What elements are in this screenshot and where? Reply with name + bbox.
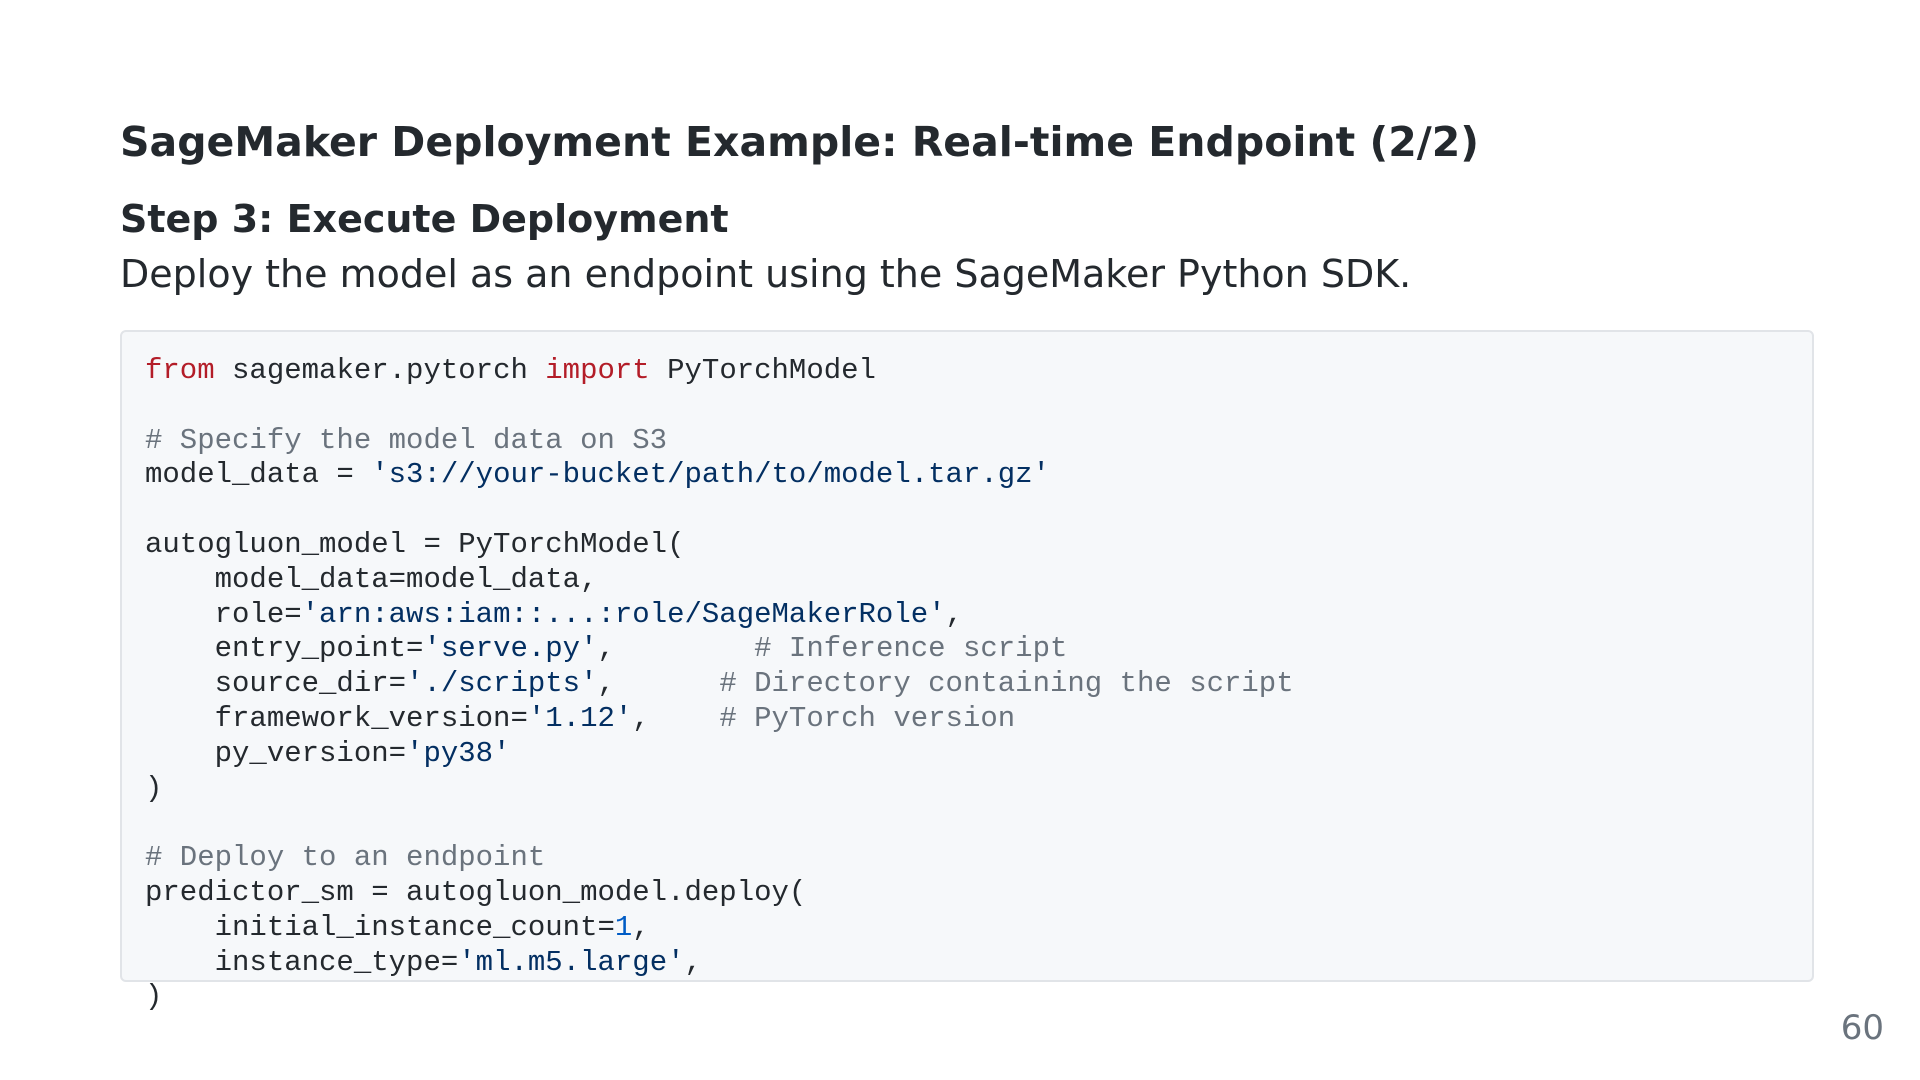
code-string: 'serve.py' [423, 632, 598, 666]
code-line: instance_type='ml.m5.large', [145, 946, 1294, 981]
code-comment: # Inference script [754, 632, 1068, 666]
code-line: model_data=model_data, [145, 563, 1294, 598]
code-line: entry_point='serve.py', # Inference scri… [145, 632, 1294, 667]
code-number: 1 [614, 910, 633, 944]
code-line: ) [145, 980, 1294, 1015]
code-line [145, 389, 1294, 424]
code-line: predictor_sm = autogluon_model.deploy( [145, 876, 1294, 911]
code-line: ) [145, 772, 1294, 807]
code-line: # Specify the model data on S3 [145, 424, 1294, 459]
code-text: sagemaker.pytorch [214, 354, 546, 387]
code-line [145, 493, 1294, 528]
code-comment: # PyTorch version [719, 701, 1016, 735]
code-text: initial_instance_count= [145, 910, 615, 944]
code-text: py_version= [145, 736, 407, 770]
code-text: , [684, 945, 702, 979]
code-string: 'py38' [406, 736, 511, 770]
code-comment: # Directory containing the script [719, 667, 1294, 701]
code-text: , [597, 667, 720, 701]
code-block [120, 330, 1814, 982]
code-string: 'arn:aws:iam::...:role/SageMakerRole' [301, 597, 946, 631]
code-line [145, 806, 1294, 841]
code-line: py_version='py38' [145, 737, 1294, 772]
code-text: framework_version= [145, 701, 528, 735]
code-text: , [632, 701, 720, 735]
code-line: # Deploy to an endpoint [145, 841, 1294, 876]
code-listing: from sagemaker.pytorch import PyTorchMod… [145, 354, 1294, 1015]
code-text: instance_type= [145, 945, 459, 979]
code-text: model_data = [145, 458, 372, 492]
code-text: ) [145, 771, 163, 805]
code-text: model_data=model_data, [145, 562, 598, 596]
code-comment: # Specify the model data on S3 [145, 423, 668, 457]
code-text: entry_point= [145, 632, 424, 666]
code-text: , [945, 597, 963, 631]
code-line: from sagemaker.pytorch import PyTorchMod… [145, 354, 1294, 389]
code-string: 'ml.m5.large' [458, 945, 685, 979]
code-text: PyTorchModel [649, 354, 876, 387]
code-line: initial_instance_count=1, [145, 911, 1294, 946]
code-comment: # Deploy to an endpoint [145, 841, 546, 875]
code-string: './scripts' [406, 667, 598, 701]
code-keyword: import [545, 354, 650, 387]
code-line: framework_version='1.12', # PyTorch vers… [145, 702, 1294, 737]
code-string: 's3://your-bucket/path/to/model.tar.gz' [371, 458, 1050, 492]
page-number: 60 [1840, 1008, 1884, 1048]
code-text: ) [145, 980, 163, 1014]
step-description: Deploy the model as an endpoint using th… [120, 252, 1412, 296]
code-line: model_data = 's3://your-bucket/path/to/m… [145, 458, 1294, 493]
step-heading: Step 3: Execute Deployment [120, 197, 729, 241]
code-text: , [597, 632, 755, 666]
code-text: source_dir= [145, 667, 407, 701]
code-text: role= [145, 597, 302, 631]
code-line: role='arn:aws:iam::...:role/SageMakerRol… [145, 598, 1294, 633]
code-line: autogluon_model = PyTorchModel( [145, 528, 1294, 563]
code-line: source_dir='./scripts', # Directory cont… [145, 667, 1294, 702]
code-text: autogluon_model = PyTorchModel( [145, 527, 685, 561]
code-string: '1.12' [527, 701, 633, 735]
code-text: predictor_sm = autogluon_model.deploy( [145, 875, 807, 909]
slide-title: SageMaker Deployment Example: Real-time … [120, 118, 1479, 166]
code-text: , [632, 910, 650, 944]
code-keyword: from [145, 354, 215, 387]
